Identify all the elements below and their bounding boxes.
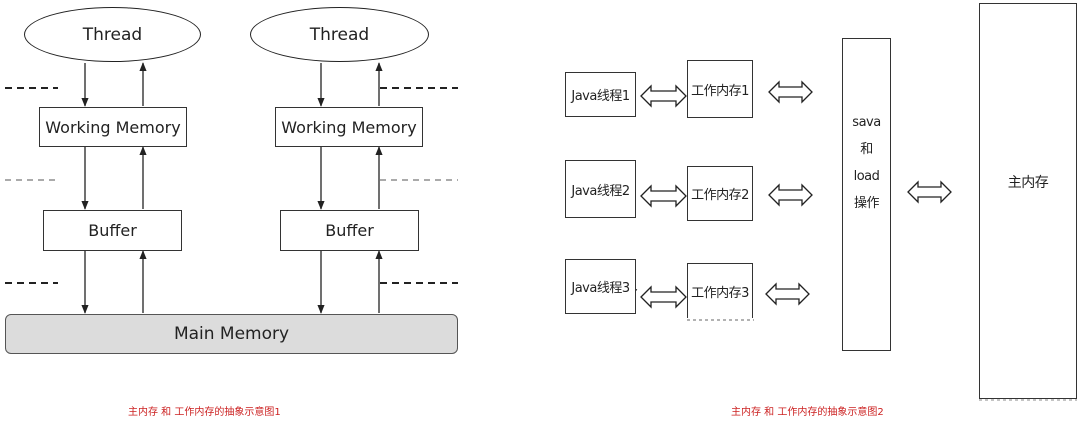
working-memory-cn-box-2: 工作内存2 — [687, 166, 753, 221]
java-thread-box-1: Java线程1 — [565, 72, 636, 117]
buffer-box-2: Buffer — [280, 210, 419, 251]
working-memory-cn-label: 工作内存3 — [691, 285, 749, 301]
java-thread-box-2: Java线程2 — [565, 160, 636, 218]
thread-ellipse-2: Thread — [250, 7, 429, 62]
operation-text: sava 和 load 操作 — [852, 109, 881, 217]
main-memory-cn-label: 主内存 — [1007, 175, 1049, 191]
java-thread-box-3: Java线程3 — [565, 259, 636, 314]
working-memory-cn-label: 工作内存1 — [691, 83, 749, 99]
thread-label: Thread — [309, 24, 370, 45]
working-memory-box-2: Working Memory — [275, 107, 423, 147]
working-memory-label: Working Memory — [45, 117, 181, 137]
working-memory-cn-box-3: 工作内存3 — [687, 263, 753, 318]
working-memory-cn-label: 工作内存2 — [691, 188, 749, 203]
thread-label: Thread — [82, 24, 143, 45]
java-thread-label: Java线程2 — [571, 183, 630, 199]
operation-line-3: load — [853, 169, 880, 184]
caption-right: 主内存 和 工作内存的抽象示意图2 — [731, 407, 884, 418]
java-thread-label: Java线程3 — [571, 281, 630, 296]
thread-ellipse-1: Thread — [24, 7, 201, 62]
main-memory-label: Main Memory — [173, 324, 290, 344]
right-diagram-double-arrows — [640, 80, 952, 309]
dashed-separators — [5, 87, 458, 284]
save-load-operation-box: sava 和 load 操作 — [842, 38, 891, 351]
working-memory-cn-box-1: 工作内存1 — [687, 60, 753, 118]
main-memory-bar: Main Memory — [5, 314, 458, 354]
operation-line-2: 和 — [860, 142, 873, 157]
buffer-label: Buffer — [325, 221, 374, 240]
operation-line-4: 操作 — [853, 196, 880, 211]
main-memory-cn-box: 主内存 — [979, 3, 1077, 399]
java-thread-label: Java线程1 — [571, 89, 630, 104]
caption-left: 主内存 和 工作内存的抽象示意图1 — [128, 407, 281, 418]
working-memory-box-1: Working Memory — [39, 107, 187, 147]
buffer-label: Buffer — [88, 221, 137, 240]
operation-line-1: sava — [852, 115, 881, 130]
working-memory-label: Working Memory — [281, 117, 417, 137]
buffer-box-1: Buffer — [43, 210, 182, 251]
